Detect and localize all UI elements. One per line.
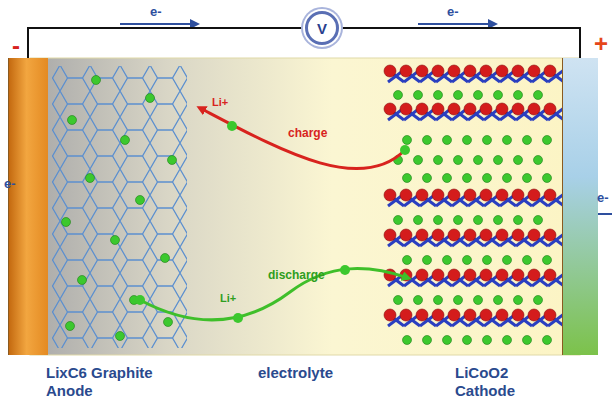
anode-plate: LixC6 Graphite Anode xyxy=(8,58,48,355)
electrode-label: LixC6 Graphite Anode xyxy=(46,364,176,400)
polarity-sign: + xyxy=(594,30,608,58)
electron-label: e- xyxy=(150,4,162,19)
ion-label: Li+ xyxy=(212,96,228,108)
electrode-label: LiCoO2 Cathode xyxy=(455,364,555,400)
electron-label: e- xyxy=(597,190,609,205)
process-label: charge xyxy=(288,126,327,140)
region-label: electrolyte xyxy=(258,364,333,381)
meter-symbol: V xyxy=(317,20,327,37)
voltmeter-circle: V xyxy=(305,11,339,45)
circuit-wire xyxy=(28,28,302,58)
process-label: discharge xyxy=(268,268,325,282)
cathode-plate: LiCoO2 Cathode xyxy=(562,58,598,355)
electron-label: e- xyxy=(447,4,459,19)
electron-label: e- xyxy=(4,176,16,191)
polarity-sign: - xyxy=(12,32,20,60)
ion-label: Li+ xyxy=(220,292,236,304)
circuit-wire xyxy=(342,28,580,58)
